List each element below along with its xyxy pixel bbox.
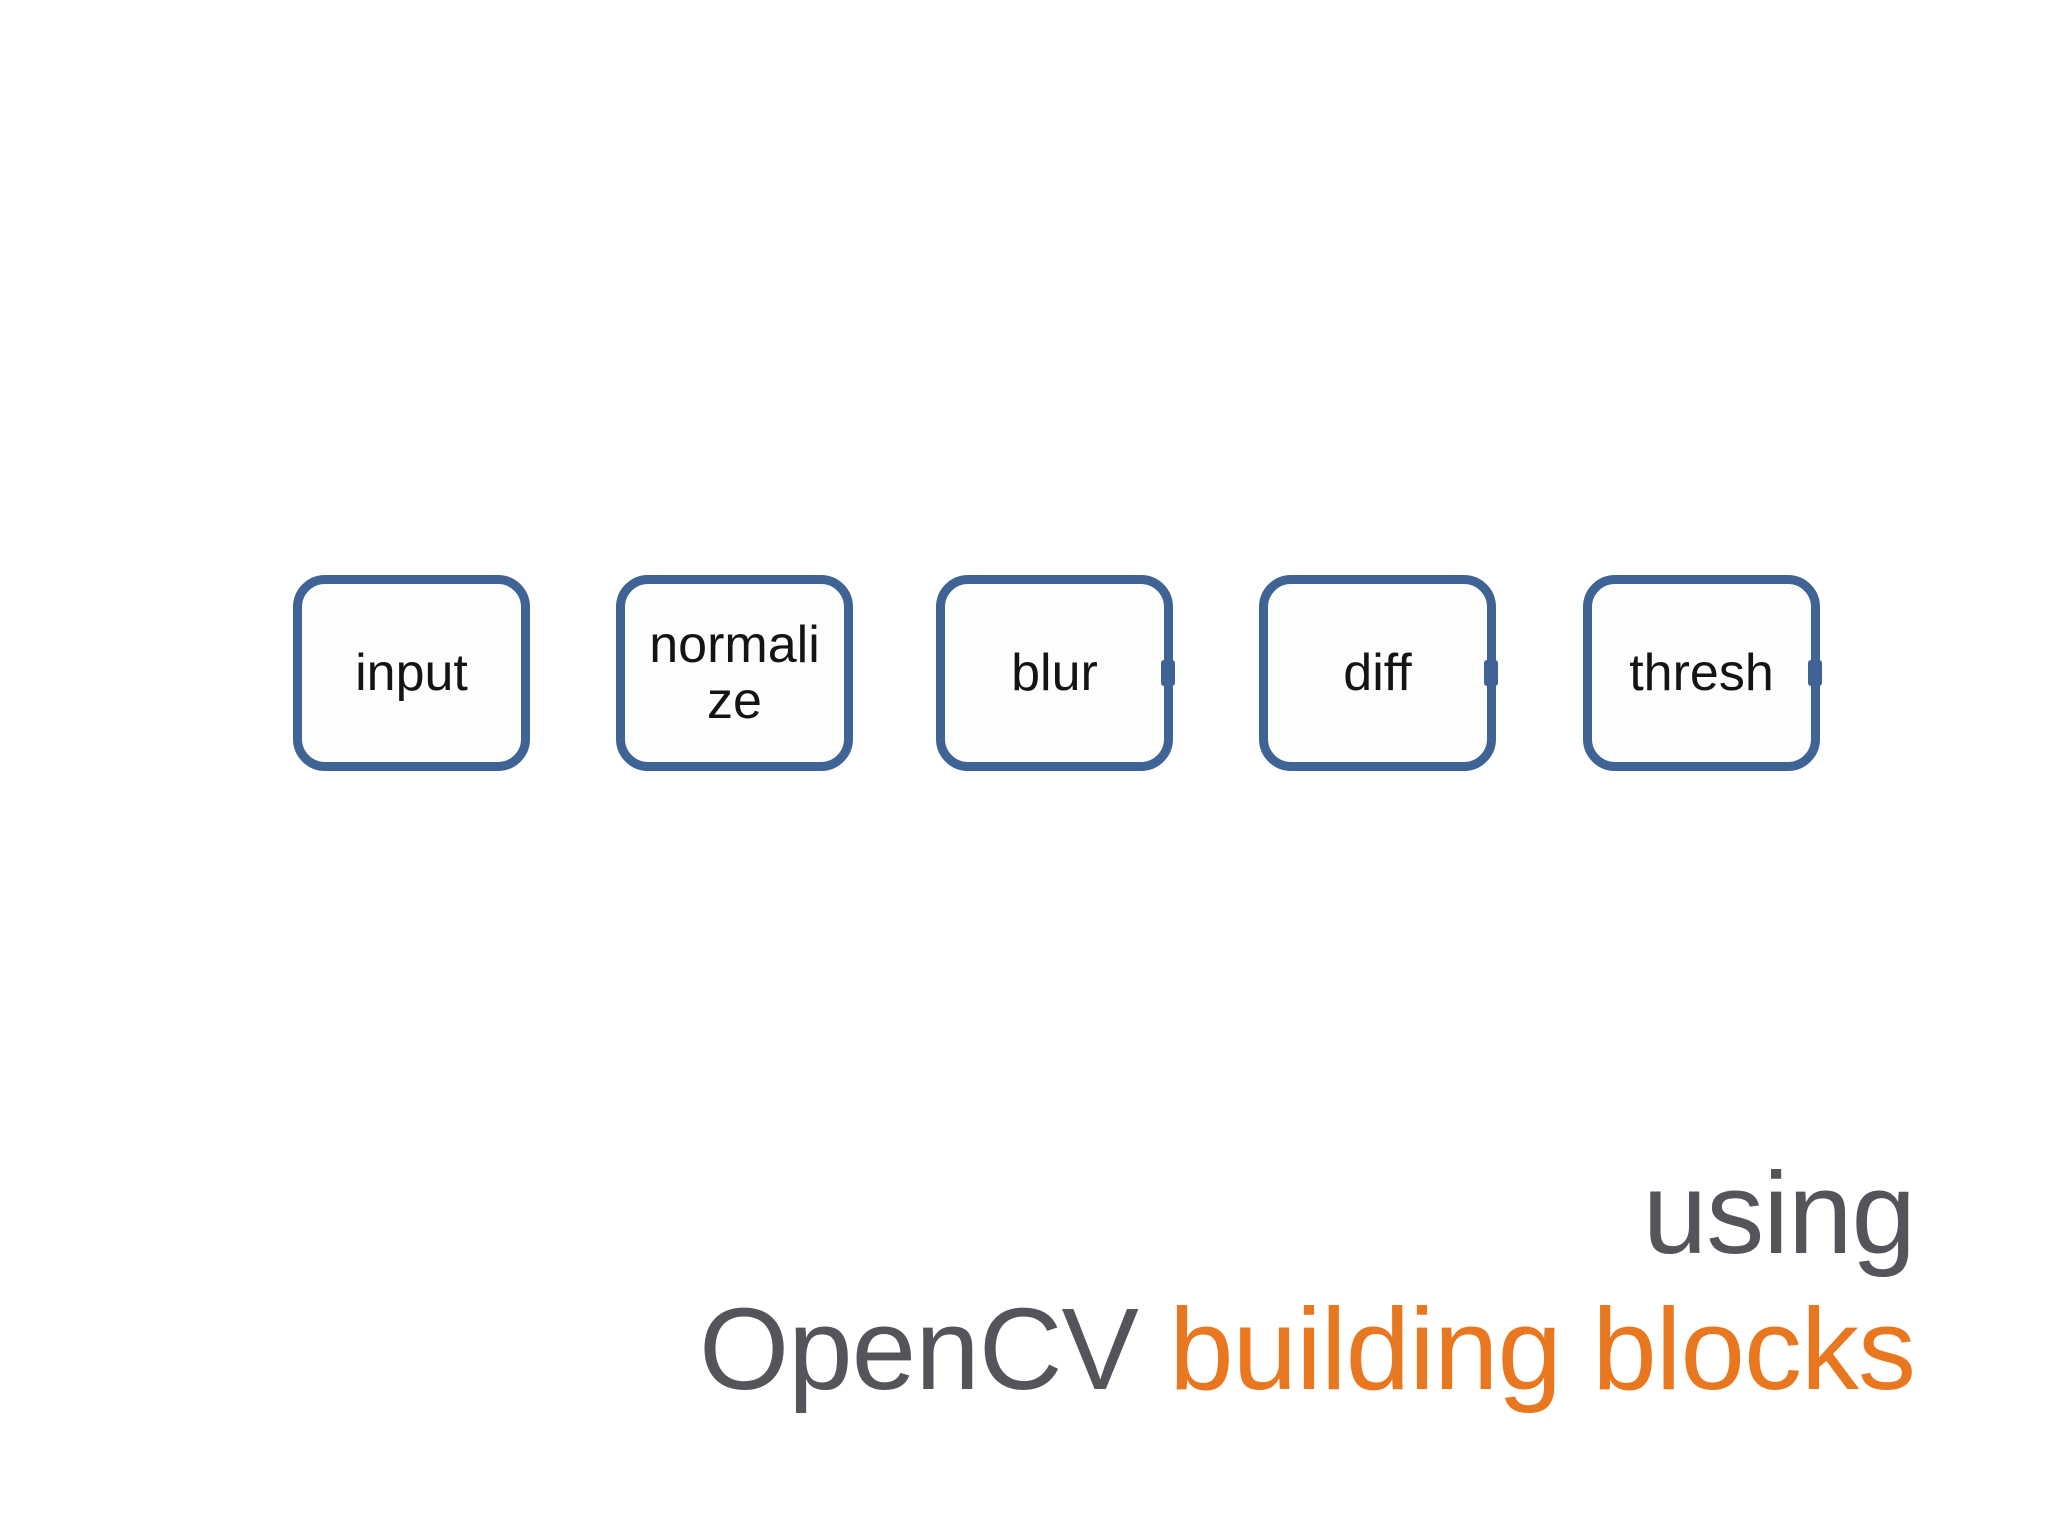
block-normalize-label: normali ze — [649, 615, 820, 730]
block-thresh: thresh — [1583, 575, 1822, 771]
slide-title-line1: using — [699, 1146, 1916, 1282]
block-diff: diff — [1259, 575, 1498, 771]
slide-title-line2: OpenCV building blocks — [698, 1282, 1916, 1418]
pipeline-block-row: input normali ze blur diff thresh — [0, 575, 2048, 771]
block-input: input — [293, 575, 530, 771]
block-thresh-label: thresh — [1629, 643, 1774, 702]
connector-stub — [1161, 660, 1175, 686]
block-blur-label: blur — [1011, 643, 1098, 702]
slide-title-opencv: OpenCV — [698, 1283, 1170, 1414]
block-input-label: input — [355, 643, 468, 702]
block-normalize: normali ze — [616, 575, 853, 771]
connector-stub — [1484, 660, 1498, 686]
block-blur: blur — [936, 575, 1175, 771]
block-diff-label: diff — [1343, 643, 1412, 702]
slide-title-using: using — [1642, 1148, 1916, 1278]
connector-stub — [1808, 660, 1822, 686]
slide-title: using OpenCV building blocks — [698, 1146, 1916, 1418]
slide-title-building-blocks: building blocks — [1169, 1283, 1916, 1414]
